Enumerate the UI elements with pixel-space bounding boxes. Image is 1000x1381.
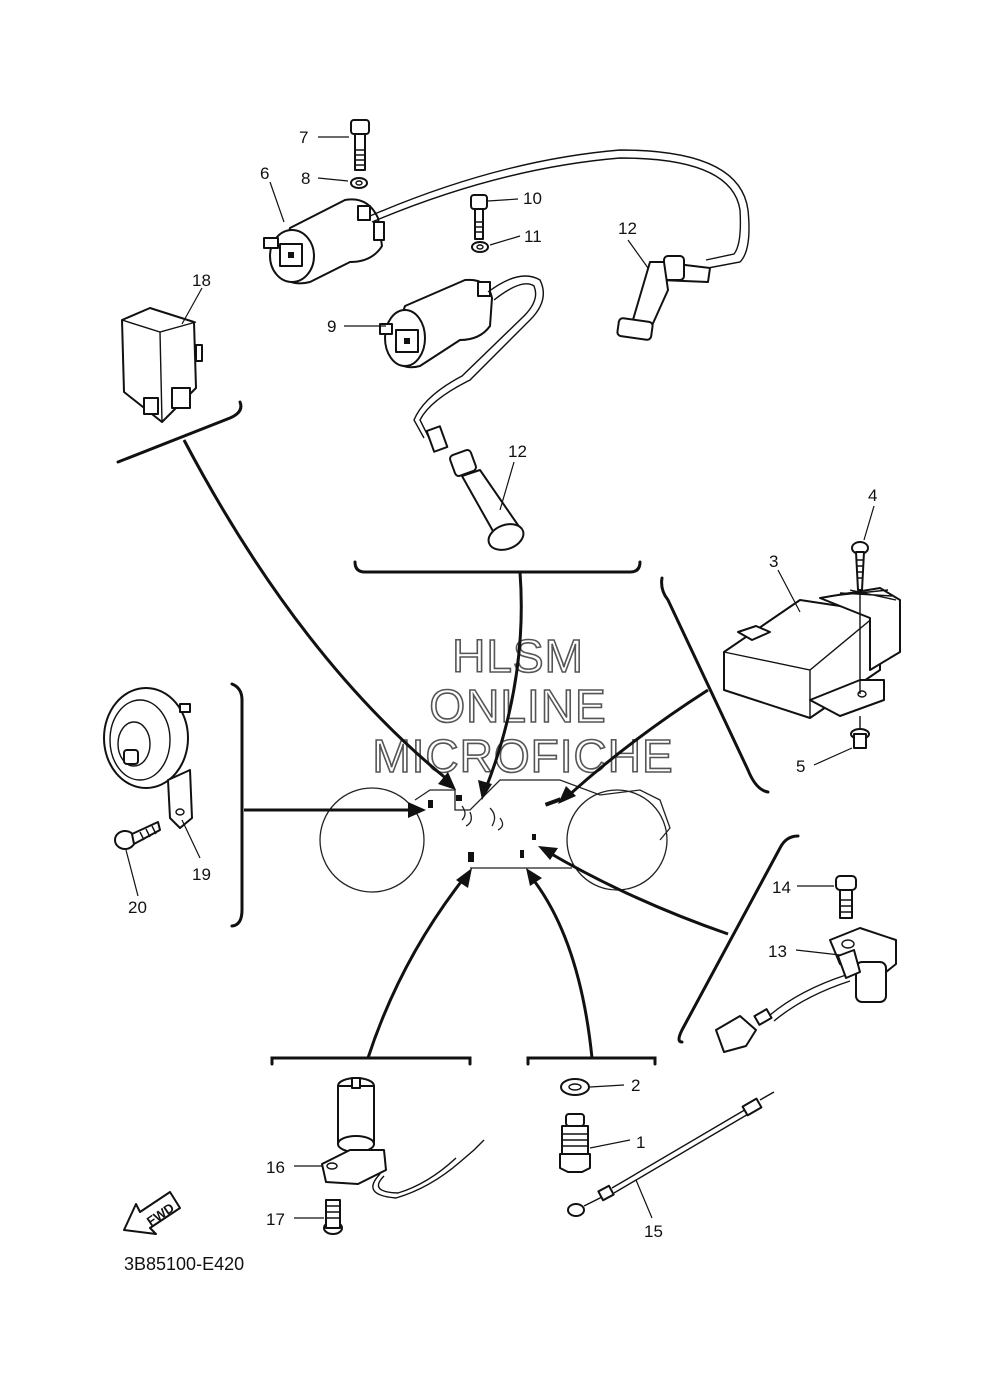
watermark-line-3: MICROFICHE [372, 730, 673, 782]
callout-10: 10 [523, 189, 542, 208]
callout-4: 4 [868, 486, 877, 505]
fwd-arrow-icon: FWD [123, 1191, 181, 1235]
callout-6: 6 [260, 164, 269, 183]
diagram-code: 3B85100-E420 [124, 1254, 244, 1274]
washer-11 [471, 241, 489, 253]
callout-18: 18 [192, 271, 211, 290]
leader-lines [125, 136, 875, 1219]
callout-9: 9 [327, 317, 336, 336]
switch-16 [321, 1077, 485, 1199]
ignition-coil-9 [379, 275, 544, 441]
callout-5: 5 [796, 757, 805, 776]
callout-1: 1 [636, 1133, 645, 1152]
horn-19 [103, 687, 193, 829]
grommet-5 [850, 716, 870, 749]
bolt-10 [470, 194, 488, 240]
callout-16: 16 [266, 1158, 285, 1177]
watermark-line-2: ONLINE [429, 680, 606, 732]
ignition-coil-6 [263, 149, 750, 285]
bolt-17 [323, 1199, 343, 1235]
callout-17: 17 [266, 1210, 285, 1229]
relay-unit-18 [121, 307, 203, 423]
spark-plug-cap-12-bottom [425, 425, 525, 551]
lead-wire-15 [567, 1091, 775, 1217]
callout-19: 19 [192, 865, 211, 884]
callout-11: 11 [524, 227, 542, 246]
callout-3: 3 [769, 552, 778, 571]
callout-20: 20 [128, 898, 147, 917]
sensor-13 [715, 927, 897, 1053]
callout-2: 2 [631, 1076, 640, 1095]
callout-12-top: 12 [618, 219, 637, 238]
callout-8: 8 [301, 169, 310, 188]
callout-15: 15 [644, 1222, 663, 1241]
bolt-7 [350, 119, 370, 171]
callout-13: 13 [768, 942, 787, 961]
watermark: HLSM ONLINE MICROFICHE [372, 629, 674, 783]
callout-12-bottom: 12 [508, 442, 527, 461]
motorcycle-outline [319, 779, 671, 893]
callout-14: 14 [772, 878, 791, 897]
pointer-arrows [182, 439, 729, 1059]
callout-7: 7 [299, 128, 308, 147]
spark-plug-cap-12-top [616, 255, 711, 341]
callouts: 7 8 6 10 11 9 12 12 18 4 3 5 14 13 19 20… [128, 128, 877, 1241]
bolt-14 [835, 875, 857, 919]
screw-4 [851, 541, 869, 694]
washer-8 [350, 177, 368, 189]
control-unit-3 [723, 587, 901, 719]
sensor-switch-1 [559, 1113, 591, 1173]
bolt-20 [114, 821, 161, 850]
washer-2 [560, 1078, 590, 1096]
